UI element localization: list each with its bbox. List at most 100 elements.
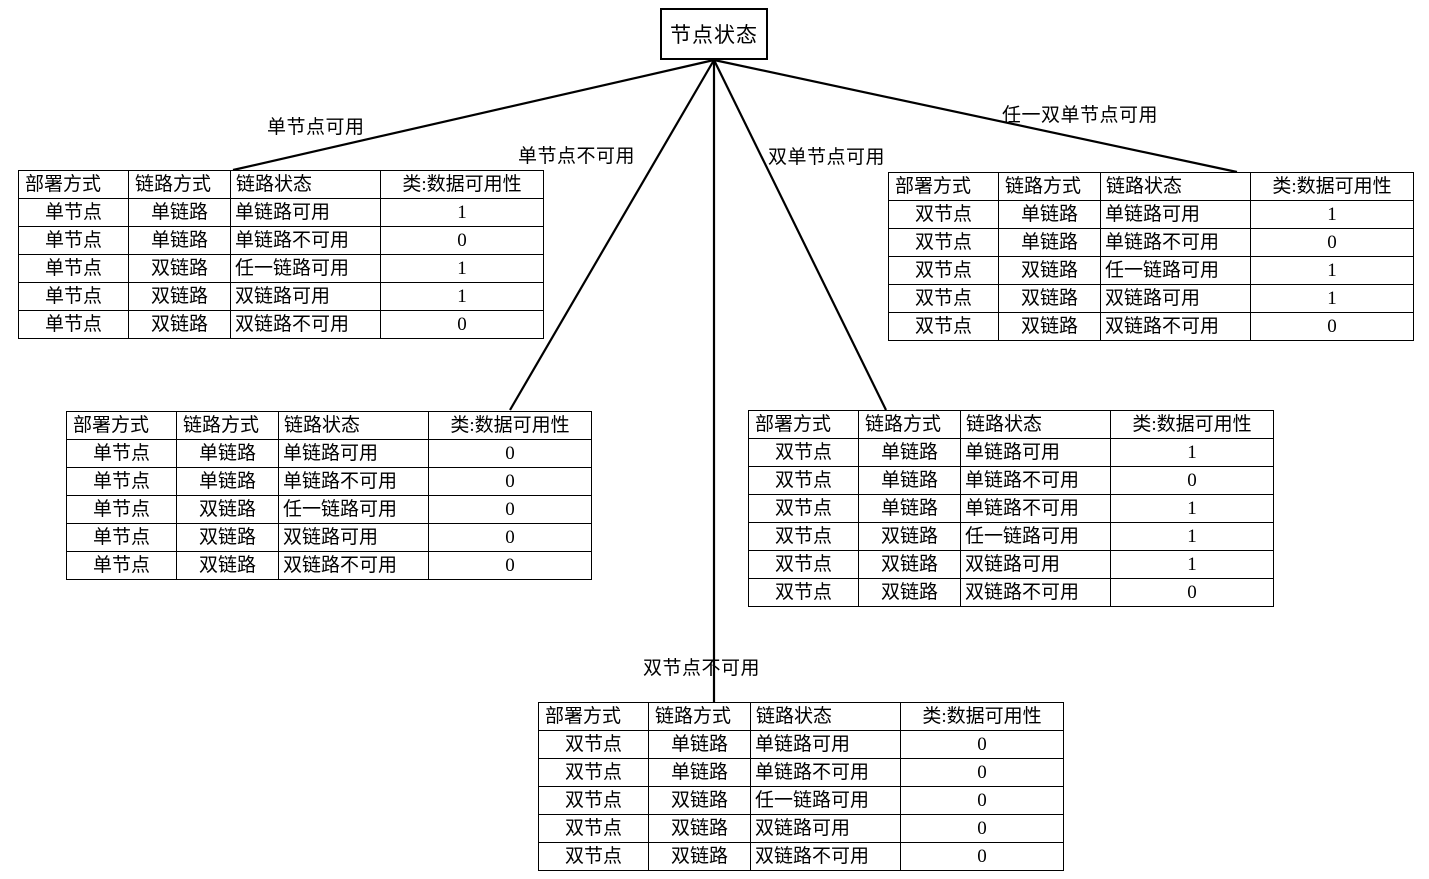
column-header: 类:数据可用性 bbox=[900, 702, 1064, 731]
table-cell: 0 bbox=[1110, 578, 1274, 607]
table-header: 部署方式链路方式链路状态类:数据可用性 bbox=[538, 702, 1064, 731]
table-cell: 双节点 bbox=[888, 284, 999, 313]
table-cell: 双链路可用 bbox=[960, 550, 1111, 579]
edge-label-single-node-available: 单节点可用 bbox=[267, 117, 365, 138]
column-header: 链路方式 bbox=[858, 410, 961, 439]
table-cell: 0 bbox=[900, 842, 1064, 871]
table-cell: 双链路 bbox=[128, 310, 231, 339]
table-cell: 双链路 bbox=[648, 814, 751, 843]
table-cell: 双链路 bbox=[128, 282, 231, 311]
column-header: 部署方式 bbox=[66, 411, 177, 440]
root-node[interactable]: 节点状态 bbox=[660, 8, 768, 60]
table-cell: 单链路 bbox=[858, 466, 961, 495]
table-cell: 单链路 bbox=[176, 439, 279, 468]
table-cell: 单节点 bbox=[66, 551, 177, 580]
table-cell: 双链路 bbox=[998, 284, 1101, 313]
table-cell: 单链路可用 bbox=[278, 439, 429, 468]
table-cell: 0 bbox=[900, 730, 1064, 759]
table-cell: 0 bbox=[428, 467, 592, 496]
table-header: 部署方式链路方式链路状态类:数据可用性 bbox=[66, 411, 592, 440]
table-cell: 任一链路可用 bbox=[750, 786, 901, 815]
table-cell: 单链路不可用 bbox=[960, 466, 1111, 495]
root-node-label: 节点状态 bbox=[670, 23, 758, 47]
table-cell: 任一链路可用 bbox=[278, 495, 429, 524]
table-cell: 1 bbox=[1250, 284, 1414, 313]
edge-label-dual-single-node-available: 双单节点可用 bbox=[768, 147, 886, 168]
table-cell: 双链路 bbox=[648, 786, 751, 815]
table-cell: 单节点 bbox=[66, 467, 177, 496]
table-cell: 0 bbox=[900, 786, 1064, 815]
table-cell: 单链路 bbox=[176, 467, 279, 496]
table-cell: 双链路不可用 bbox=[278, 551, 429, 580]
table-cell: 双链路 bbox=[998, 312, 1101, 341]
table-cell: 双节点 bbox=[888, 256, 999, 285]
table-cell: 双链路不可用 bbox=[750, 842, 901, 871]
table-cell: 单节点 bbox=[18, 254, 129, 283]
table-cell: 0 bbox=[428, 523, 592, 552]
table-cell: 双节点 bbox=[888, 312, 999, 341]
table-header-row: 部署方式链路方式链路状态类:数据可用性 bbox=[66, 411, 592, 440]
table-cell: 单链路 bbox=[858, 494, 961, 523]
edge-label-dual-node-unavailable: 双节点不可用 bbox=[643, 658, 761, 679]
table-cell: 双节点 bbox=[748, 438, 859, 467]
table-cell: 0 bbox=[380, 310, 544, 339]
table-cell: 1 bbox=[1250, 200, 1414, 229]
table-cell: 任一链路可用 bbox=[230, 254, 381, 283]
column-header: 链路状态 bbox=[230, 170, 381, 199]
table-cell: 单链路可用 bbox=[1100, 200, 1251, 229]
table-cell: 单链路可用 bbox=[750, 730, 901, 759]
table-cell: 1 bbox=[1250, 256, 1414, 285]
table-cell: 0 bbox=[1110, 466, 1274, 495]
table-cell: 单链路可用 bbox=[960, 438, 1111, 467]
table-cell: 单链路 bbox=[128, 198, 231, 227]
table-cell: 双节点 bbox=[748, 522, 859, 551]
table-cell: 1 bbox=[1110, 438, 1274, 467]
table-cell: 双节点 bbox=[748, 466, 859, 495]
table-cell: 双链路不可用 bbox=[1100, 312, 1251, 341]
table-cell: 0 bbox=[428, 439, 592, 468]
table-cell: 双节点 bbox=[888, 200, 999, 229]
table-cell: 双链路可用 bbox=[278, 523, 429, 552]
column-header: 类:数据可用性 bbox=[380, 170, 544, 199]
column-header: 链路状态 bbox=[960, 410, 1111, 439]
table-header: 部署方式链路方式链路状态类:数据可用性 bbox=[888, 172, 1414, 201]
table-cell: 单链路 bbox=[648, 730, 751, 759]
table-cell: 单链路不可用 bbox=[230, 226, 381, 255]
table-cell: 单链路不可用 bbox=[750, 758, 901, 787]
table-header-row: 部署方式链路方式链路状态类:数据可用性 bbox=[538, 702, 1064, 731]
table-cell: 单链路不可用 bbox=[278, 467, 429, 496]
table-cell: 单链路 bbox=[998, 228, 1101, 257]
table-cell: 单链路 bbox=[998, 200, 1101, 229]
edge-line-dual-single-node-available bbox=[713, 59, 887, 411]
table-cell: 单链路 bbox=[858, 438, 961, 467]
column-header: 链路状态 bbox=[278, 411, 429, 440]
edge-label-any-dual-single-node-available: 任一双单节点可用 bbox=[1002, 105, 1159, 126]
table-cell: 双节点 bbox=[538, 730, 649, 759]
table-cell: 0 bbox=[1250, 228, 1414, 257]
table-cell: 双链路可用 bbox=[230, 282, 381, 311]
table-cell: 0 bbox=[428, 495, 592, 524]
column-header: 部署方式 bbox=[888, 172, 999, 201]
table-cell: 1 bbox=[380, 254, 544, 283]
column-header: 链路方式 bbox=[128, 170, 231, 199]
